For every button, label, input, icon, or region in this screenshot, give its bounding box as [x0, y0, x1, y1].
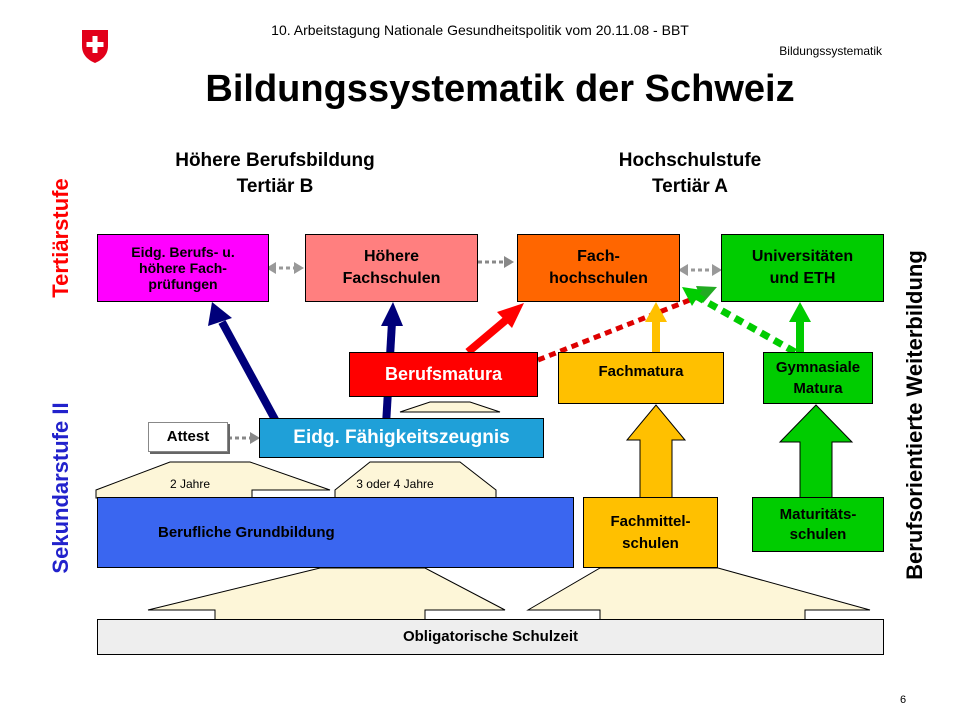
box-text-line: Matura [793, 379, 843, 397]
arrow-berufsmatura-to-fh [465, 316, 509, 356]
block-arrow-fachmittelschulen [625, 404, 687, 499]
column-header-hoehere-berufsbildung: Höhere Berufsbildung Tertiär B [130, 148, 420, 199]
box-text-line: Höhere [363, 247, 420, 265]
box-text-line: Fachschulen [342, 270, 441, 287]
arrowhead-grey-l [266, 262, 276, 274]
box-hoehere-fachschulen: Höhere Fachschulen [305, 234, 478, 302]
block-arrow-maturitaetsschulen [778, 404, 854, 499]
column-header-line: Tertiär A [651, 175, 729, 197]
box-text-line: Eidg. Berufs- u. [131, 243, 235, 260]
box-obligatorische-schulzeit: Obligatorische Schulzeit [97, 619, 884, 655]
column-header-line: Höhere Berufsbildung [175, 150, 375, 171]
box-berufsmatura: Berufsmatura [349, 352, 538, 397]
box-text-line: Universitäten [751, 247, 854, 265]
box-berufliche-grundbildung: Berufliche Grundbildung [97, 497, 574, 568]
duration-3-4-jahre: 3 oder 4 Jahre [356, 477, 434, 491]
box-text-line: Fachmittel- [610, 513, 691, 531]
arrowhead-navy-left [208, 302, 232, 326]
conference-title: 10. Arbeitstagung Nationale Gesundheitsp… [271, 22, 689, 38]
arrowhead-green-solid [789, 302, 811, 322]
column-header-line: Tertiär B [236, 175, 314, 197]
page-title: Bildungssystematik der Schweiz [205, 68, 795, 110]
trapezoid-efz [399, 401, 501, 413]
arrowhead-red [497, 303, 524, 328]
box-universitaeten: Universitäten und ETH [721, 234, 884, 302]
box-text-line: höhere Fach- [139, 259, 227, 276]
arrowhead-yellow [645, 302, 667, 322]
box-text-line: Fach- [577, 247, 620, 265]
swiss-cross-logo [80, 28, 110, 64]
column-header-hochschulstufe: Hochschulstufe Tertiär A [540, 148, 840, 199]
box-fachmittelschulen: Fachmittel- schulen [583, 497, 718, 568]
dotted-berufsmatura-to-uni [537, 293, 701, 363]
box-text-line: Gymnasiale [775, 359, 861, 377]
arrowhead-grey-efz [250, 432, 260, 444]
box-maturitaetsschulen: Maturitäts- schulen [752, 497, 884, 552]
arrowhead-grey-uni-r [712, 264, 722, 276]
duration-2-jahre: 2 Jahre [169, 477, 211, 491]
box-text-line: schulen [789, 526, 847, 543]
base-trapezoid-left [147, 567, 506, 621]
box-attest: Attest [148, 422, 228, 452]
box-text-line: und ETH [769, 270, 836, 287]
box-text-line: prüfungen [148, 276, 218, 293]
dotted-gymnasiale-to-fh [694, 292, 797, 356]
box-text-line: Maturitäts- [779, 505, 857, 523]
box-eidg-pruefungen: Eidg. Berufs- u. höhere Fach- prüfungen [97, 234, 269, 302]
arrowhead-grey-fh [504, 256, 514, 268]
base-trapezoid-right [526, 567, 871, 621]
box-text-line: schulen [622, 534, 679, 552]
box-gymnasiale-matura: Gymnasiale Matura [763, 352, 873, 404]
column-header-line: Hochschulstufe [618, 150, 762, 171]
section-label: Bildungssystematik [779, 44, 882, 58]
arrowhead-grey-fh-l [678, 264, 688, 276]
arrow-efz-to-pruefungen [218, 320, 282, 427]
arrowhead-green-fh [682, 287, 702, 306]
box-text-line: hochschulen [549, 270, 648, 287]
arrowhead-grey-r [294, 262, 304, 274]
page-number: 6 [900, 694, 907, 706]
box-eidg-faehigkeitszeugnis: Eidg. Fähigkeitszeugnis [259, 418, 544, 458]
box-fachmatura: Fachmatura [558, 352, 724, 404]
box-fachhochschulen: Fach- hochschulen [517, 234, 680, 302]
arrowhead-navy-right [381, 302, 403, 326]
